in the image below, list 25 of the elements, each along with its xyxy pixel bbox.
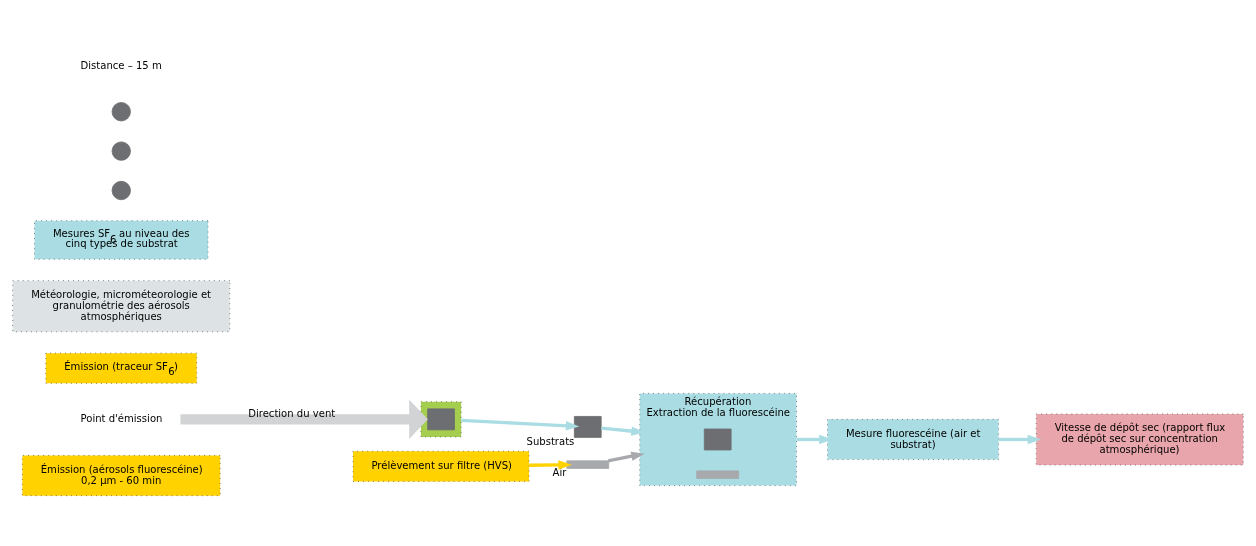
node-box: Météorologie, microméteorologie et granulométrie des aérosols atmosphériques xyxy=(12,279,231,332)
node-bar xyxy=(566,459,610,469)
node-box: Mesure fluorescéine (air et substrat) xyxy=(827,418,999,460)
node-box: Prélèvement sur filtre (HVS) xyxy=(352,450,530,482)
edge-label: Direction du vent xyxy=(248,407,336,419)
label: Distance – 15 m xyxy=(80,59,162,71)
node-box: Émission (aérosols fluorescéine) 0,2 µm - 60 min xyxy=(21,454,221,496)
arrow xyxy=(180,399,428,439)
node-box xyxy=(703,428,732,450)
arrow xyxy=(461,418,580,430)
node-label: Substrats xyxy=(526,435,575,447)
arrow xyxy=(998,434,1042,444)
arrow xyxy=(529,459,572,470)
arrow xyxy=(607,451,645,462)
cluster: Récupération Extraction de la fluorescéine xyxy=(639,392,797,486)
node-circle xyxy=(111,140,131,161)
node-label: Air xyxy=(552,466,567,478)
cluster xyxy=(420,400,462,437)
node-box xyxy=(573,415,602,438)
node-box: Vitesse de dépôt sec (rapport flux de dépôt sec sur concentration atmosphérique) xyxy=(1035,413,1244,465)
node-box xyxy=(427,407,455,430)
node-bar xyxy=(696,470,740,479)
node-text: Point d'émission xyxy=(80,412,163,424)
node-circle xyxy=(111,180,131,200)
node-circle xyxy=(111,101,131,121)
